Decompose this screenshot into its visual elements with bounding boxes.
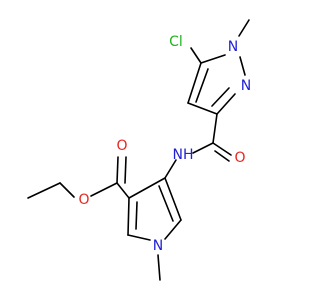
bond-amide-c-nh <box>192 142 214 154</box>
bond-amide-co <box>212 142 232 156</box>
bond-ring2-c3-c4 <box>128 177 166 199</box>
ring2-nitrogen-label: N <box>153 238 163 254</box>
bond-n1-n2 <box>239 56 246 76</box>
molecule-structure: Cl N N NH O O O N <box>27 19 251 281</box>
bond-c5-c4-double <box>195 68 209 103</box>
bond-cl-c5 <box>190 47 202 64</box>
bond-c3-c4 <box>187 102 218 115</box>
amide-oxygen-label: O <box>234 150 245 166</box>
bond-ring2-c4-c5 <box>164 177 182 221</box>
bond-ring2-n-c2 <box>127 234 151 241</box>
bond-ring2-c2-c3 <box>127 197 130 236</box>
atom-labels: Cl N N NH O O O N <box>78 34 251 254</box>
bond-ester-co <box>116 156 119 184</box>
bond-ch2-ch3 <box>27 182 61 199</box>
bond-c3-ester-c <box>116 182 130 199</box>
bond-amide-co-double <box>214 150 230 162</box>
ring1-n-double-label: N <box>241 78 251 94</box>
bond-nh-ring2 <box>164 159 177 179</box>
bonds <box>27 19 250 281</box>
bond-c5-n1 <box>200 54 226 64</box>
bond-n2-c3 <box>216 93 236 115</box>
bond-n1-methyl <box>238 19 250 37</box>
amide-nh-label: NH <box>173 147 194 163</box>
ring1-n-methyl-label: N <box>228 39 238 55</box>
bond-o-ch2 <box>59 182 75 198</box>
bond-ring2-c4-c5-double <box>158 185 174 222</box>
bond-ring2-n-methyl <box>157 254 161 281</box>
bond-c3-amide-c <box>212 113 218 144</box>
bond-ring2-c2-c3-double <box>135 201 138 230</box>
bond-ester-c-o <box>90 182 118 197</box>
bond-ring2-c5-n <box>164 219 182 240</box>
bond-n2-c3-double <box>211 87 230 107</box>
ester-carbonyl-oxygen-label: O <box>116 138 127 154</box>
chlorine-label: Cl <box>169 34 183 50</box>
ester-ether-oxygen-label: O <box>78 192 89 208</box>
molecule-structure-canvas: Cl N N NH O O O N <box>27 19 251 281</box>
bond-ester-co-double <box>124 156 127 184</box>
bond-c5-c4 <box>187 62 202 104</box>
